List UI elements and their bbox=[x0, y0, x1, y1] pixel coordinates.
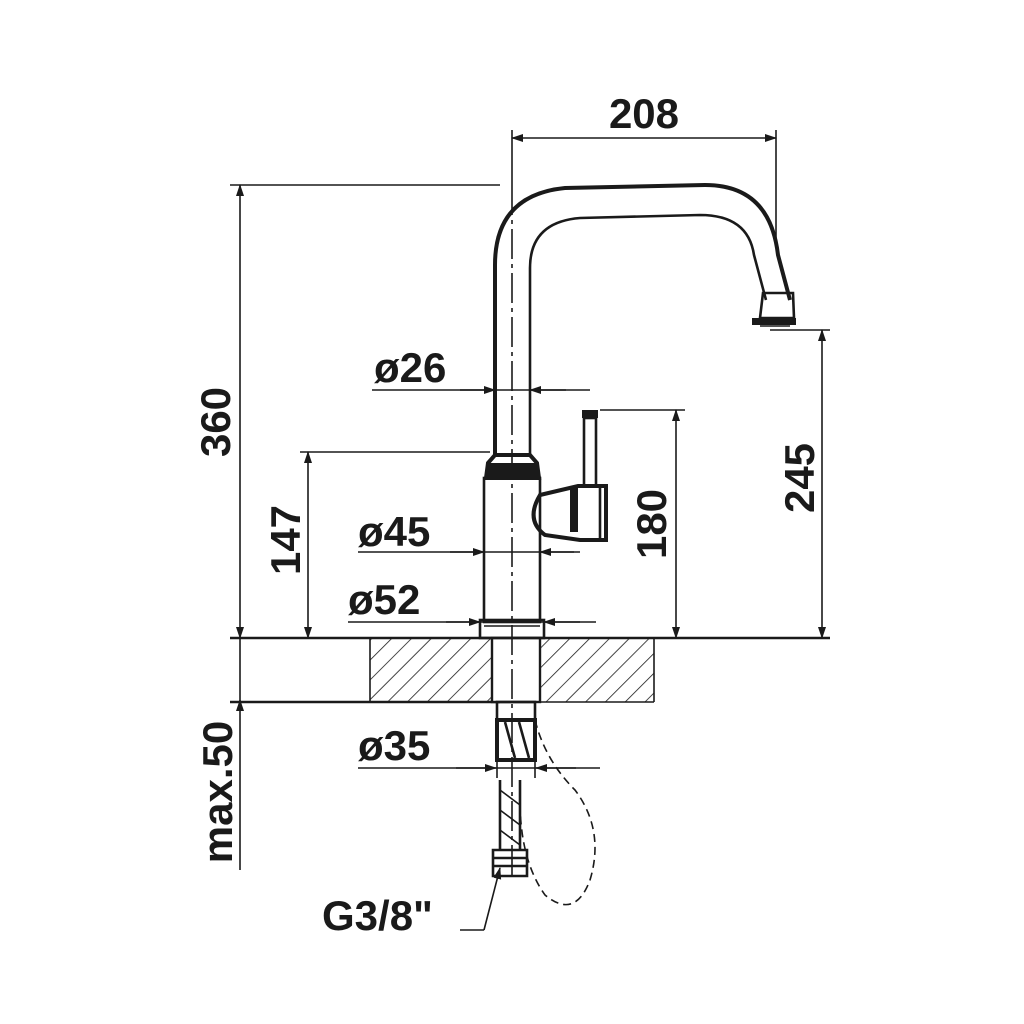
dimension-countertop-thickness: max.50 bbox=[194, 638, 244, 870]
callout-base-diameter: ø52 bbox=[348, 576, 596, 626]
callout-base-diameter-label: ø52 bbox=[348, 576, 420, 623]
dimension-body-height-label: 147 bbox=[262, 505, 309, 575]
callout-spout-diameter-label: ø26 bbox=[374, 344, 446, 391]
callout-body-diameter-label: ø45 bbox=[358, 508, 430, 555]
callout-connection-thread-label: G3/8" bbox=[322, 892, 433, 939]
callout-body-diameter: ø45 bbox=[358, 508, 580, 556]
callout-hole-diameter: ø35 bbox=[358, 722, 600, 778]
dimension-spout-height: 245 bbox=[770, 329, 830, 639]
dimension-total-height: 360 bbox=[192, 184, 500, 639]
callout-spout-diameter: ø26 bbox=[372, 344, 590, 394]
countertop-section bbox=[230, 636, 830, 704]
callout-connection-thread: G3/8" bbox=[322, 867, 502, 939]
callout-hole-diameter-label: ø35 bbox=[358, 722, 430, 769]
dimension-spout-height-label: 245 bbox=[776, 443, 823, 513]
dimension-countertop-thickness-label: max.50 bbox=[194, 721, 241, 863]
dimension-handle-height-label: 180 bbox=[628, 489, 675, 559]
faucet-outline bbox=[478, 182, 796, 906]
dimension-reach-label: 208 bbox=[609, 90, 679, 137]
dimension-body-height: 147 bbox=[262, 451, 490, 639]
dimension-reach: 208 bbox=[511, 90, 777, 240]
dimension-total-height-label: 360 bbox=[192, 387, 239, 457]
dimension-handle-height: 180 bbox=[600, 409, 685, 639]
